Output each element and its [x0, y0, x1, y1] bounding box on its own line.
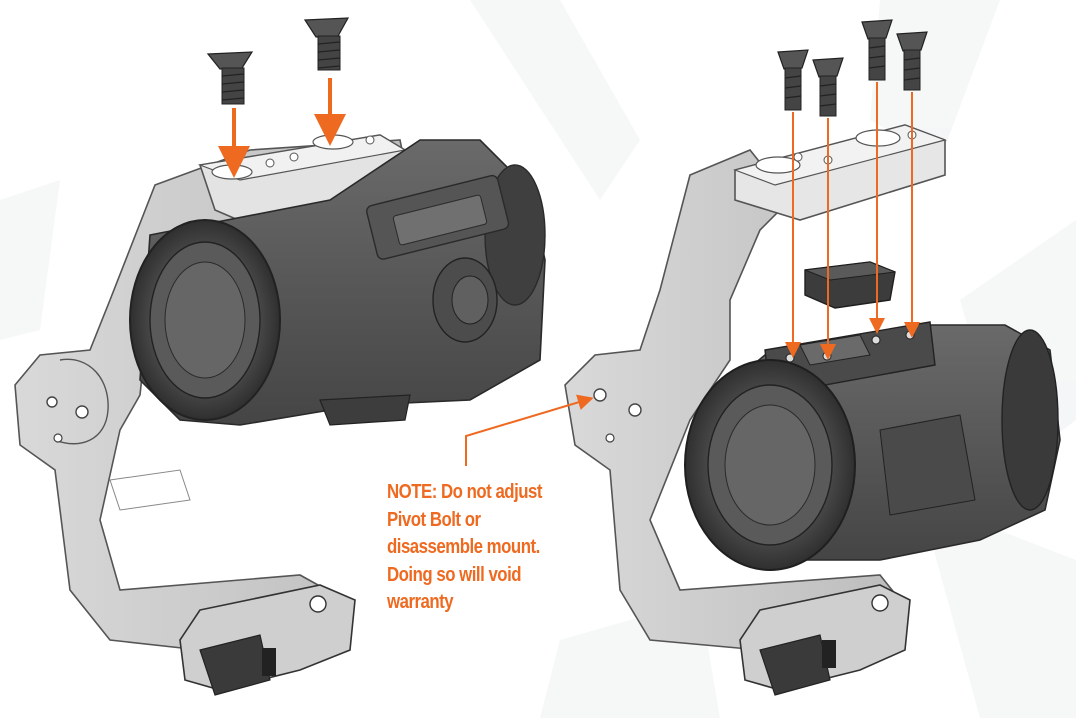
right-screw-1: [777, 49, 809, 111]
right-screw-3: [861, 19, 893, 81]
note-line-2: Pivot Bolt or: [387, 507, 481, 531]
note-line-5: warranty: [387, 590, 454, 613]
right-spacer-block: [804, 261, 896, 309]
note-line-4: Doing so will void: [387, 562, 522, 586]
right-adapter-plate: [733, 124, 947, 221]
warranty-note: NOTE: Do not adjust Pivot Bolt or disass…: [387, 478, 551, 616]
note-line-1: NOTE: Do not adjust: [387, 480, 543, 503]
left-lever: [179, 584, 356, 696]
right-screw-2: [812, 57, 844, 117]
left-assembly: [14, 17, 546, 696]
left-screw-1: [206, 51, 254, 105]
right-lever: [739, 584, 911, 696]
pivot-bolt: [593, 388, 607, 402]
left-optic: [129, 139, 546, 426]
note-leader-line: [465, 394, 594, 466]
right-assembly: [564, 19, 1061, 696]
right-screw-4: [896, 31, 928, 91]
right-guide-lines: [785, 82, 920, 360]
left-screw-2: [303, 17, 350, 71]
note-line-3: disassemble mount.: [387, 535, 540, 558]
